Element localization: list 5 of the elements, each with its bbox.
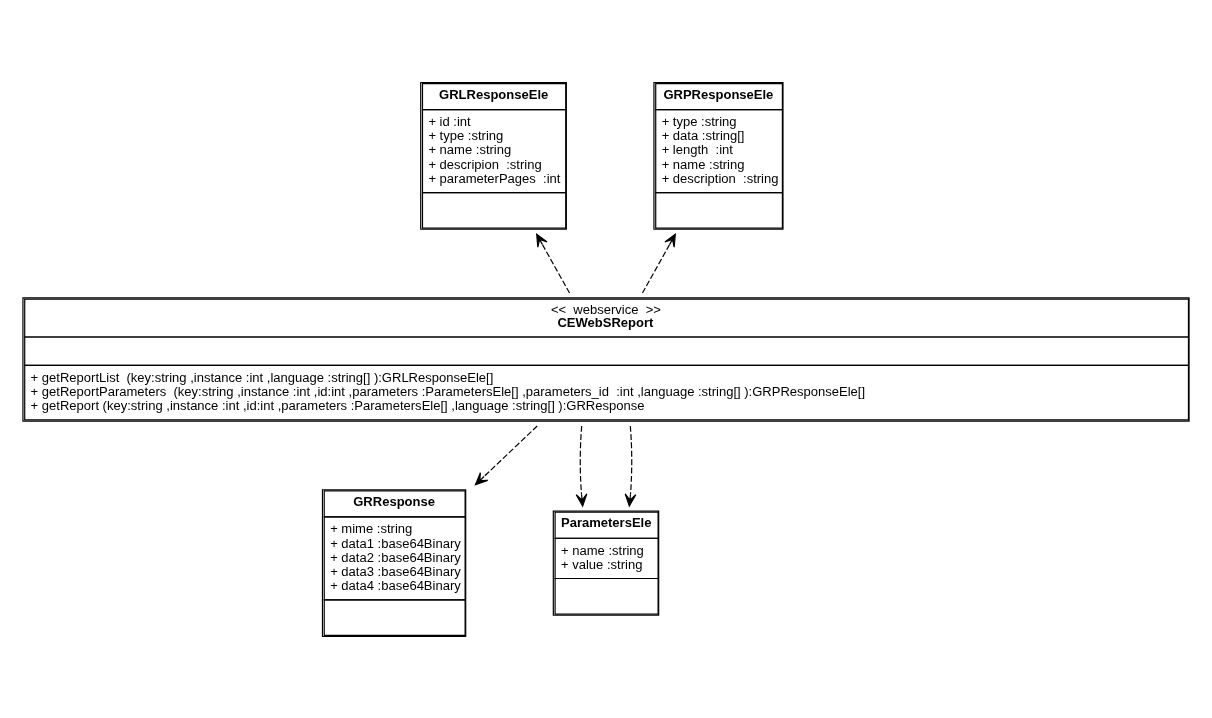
arrow — [575, 424, 588, 507]
arrow — [641, 233, 676, 294]
arrow — [474, 424, 538, 485]
arrow — [624, 424, 637, 507]
arrow — [536, 233, 571, 294]
